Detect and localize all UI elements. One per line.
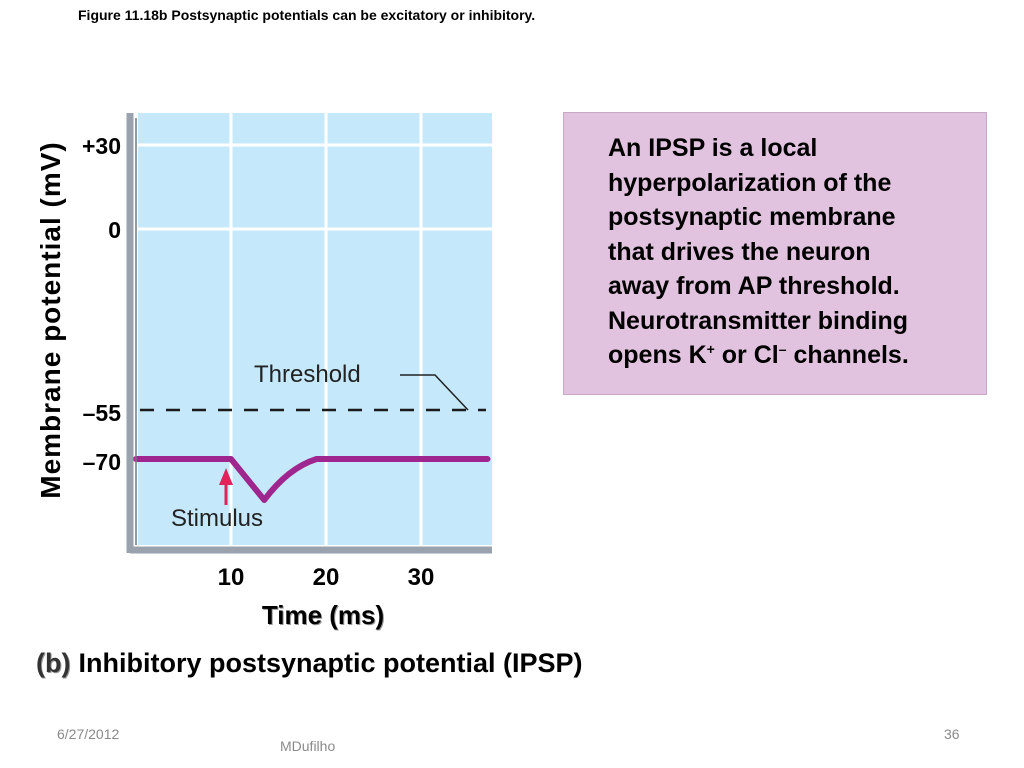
x-tick-label: 10	[217, 564, 245, 591]
y-tick-label: –70	[82, 449, 121, 475]
info-line: that drives the neuron	[608, 237, 871, 266]
info-text: An IPSP is a local hyperpolarization of …	[608, 131, 978, 373]
series-ipsp-line	[133, 456, 491, 503]
x-tick-label: 20	[312, 564, 340, 591]
chloride-charge: –	[778, 341, 787, 357]
info-box: An IPSP is a local hyperpolarization of …	[563, 112, 987, 395]
x-tick-label: 30	[407, 564, 435, 591]
y-tick-label: –55	[82, 400, 121, 426]
grid	[138, 113, 492, 545]
subfigure-title: Inhibitory postsynaptic potential (IPSP)	[78, 648, 583, 678]
info-line: An IPSP is a local	[608, 134, 818, 162]
footer-page-number: 36	[944, 726, 960, 742]
info-text-part: channels.	[786, 341, 909, 369]
y-tick-label: 0	[108, 217, 121, 243]
info-line: postsynaptic membrane	[608, 203, 896, 231]
stimulus-label: Stimulus	[171, 505, 264, 532]
info-line: opens K+ or Cl– channels.	[608, 338, 978, 373]
info-line: Neurotransmitter binding	[608, 306, 909, 335]
info-text-part: or Cl	[714, 341, 779, 369]
potassium-charge: +	[706, 341, 715, 357]
info-line: away from AP threshold.	[608, 272, 900, 300]
info-text-part: opens K	[608, 341, 707, 369]
figure-caption: Figure 11.18b Postsynaptic potentials ca…	[78, 7, 536, 23]
footer-date: 6/27/2012	[57, 726, 120, 742]
stimulus-arrow	[219, 468, 233, 505]
y-tick-label: +30	[81, 133, 121, 159]
threshold-leader	[400, 374, 469, 411]
subfigure-letter: (b)	[36, 648, 71, 678]
y-axis-label: Membrane potential (mV)	[35, 141, 66, 499]
subfigure-caption: (b)Inhibitory postsynaptic potential (IP…	[36, 650, 583, 677]
threshold-label: Threshold	[254, 361, 361, 388]
info-line: hyperpolarization of the	[608, 168, 892, 197]
footer-author: MDufilho	[280, 738, 336, 754]
x-axis-label: Time (ms)	[261, 600, 385, 630]
plot-background	[138, 113, 492, 545]
